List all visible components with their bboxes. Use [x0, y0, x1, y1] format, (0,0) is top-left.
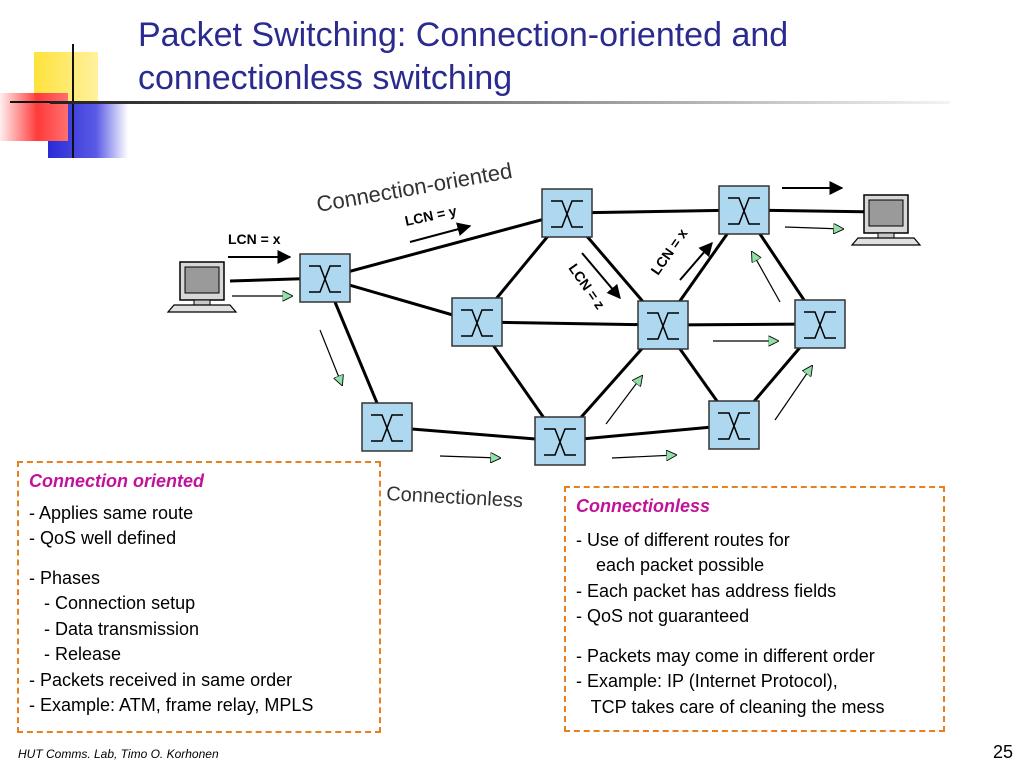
switch-node: [708, 400, 760, 450]
green-arrow: [774, 366, 812, 421]
spacer: [576, 630, 933, 644]
link-a-d: [323, 277, 389, 428]
connectionless-box: Connectionless - Use of different routes…: [564, 486, 945, 732]
link-b-e: [566, 208, 745, 215]
black-arrow-lcn-x-right: [679, 241, 713, 281]
footer-credit: HUT Comms. Lab, Timo O. Korhonen: [18, 747, 219, 761]
switch-node: [541, 188, 593, 238]
connection-oriented-heading: Connection oriented: [29, 471, 204, 491]
list-item: - Example: IP (Internet Protocol),: [576, 671, 838, 691]
list-item: - Connection setup: [29, 593, 196, 613]
switch-node: [637, 300, 689, 350]
spacer: [576, 520, 933, 528]
slide-title-line2: connectionless switching: [138, 59, 513, 97]
network-diagram: Connection-oriented LCN = x LCN = y LCN …: [166, 158, 922, 512]
list-item: - Data transmission: [29, 618, 200, 639]
list-item: - Each packet has address fields: [576, 580, 837, 601]
green-arrow: [752, 252, 781, 303]
title-underline: [50, 101, 950, 104]
switch-node: [451, 297, 503, 347]
label-lcn-z: LCN = z: [566, 261, 609, 313]
link-d-h: [386, 425, 561, 443]
green-arrow: [784, 227, 843, 229]
green-arrow: [605, 376, 642, 425]
label-lcn-y: LCN = y: [403, 202, 458, 229]
computer-left-icon: [166, 261, 238, 313]
list-item: - Phases: [29, 567, 101, 588]
network-links: [229, 208, 881, 443]
list-item: each packet possible: [576, 555, 765, 575]
computer-right-icon: [850, 194, 922, 246]
decorative-logo: [0, 0, 140, 160]
list-item: - Use of different routes for: [576, 529, 790, 550]
list-item: - QoS well defined: [29, 528, 177, 548]
connection-oriented-box: Connection oriented - Applies same route…: [17, 461, 381, 733]
label-connection-oriented: Connection-oriented: [315, 158, 514, 217]
link-c-f: [476, 320, 664, 327]
list-item: - Packets may come in different order: [576, 645, 875, 666]
list-item: - Applies same route: [29, 502, 194, 523]
list-item: TCP takes care of cleaning the mess: [576, 696, 885, 717]
list-item: - QoS not guaranteed: [576, 606, 750, 626]
black-arrow-lcn-y: [409, 222, 472, 243]
page-number: 25: [993, 742, 1014, 762]
switch-node: [794, 299, 846, 349]
label-lcn-x-right: LCN = x: [647, 225, 690, 277]
switch-node: [361, 402, 413, 452]
slide-title: Packet Switching: Connection-oriented an…: [138, 14, 998, 100]
connection-oriented-arrows: [228, 181, 844, 300]
slide-title-line1: Packet Switching: Connection-oriented an…: [138, 16, 789, 54]
label-connectionless: Connectionless: [386, 483, 524, 512]
link-h-i: [559, 423, 735, 443]
connectionless-arrows: [232, 227, 843, 458]
label-lcn-x-left: LCN = x: [228, 231, 281, 247]
switch-node: [299, 253, 351, 303]
black-arrow-lcn-z: [581, 252, 621, 300]
switch-node: [534, 416, 586, 466]
list-item: - Packets received in same order: [29, 669, 293, 690]
link-a-b: [324, 211, 568, 280]
list-item: - Example: ATM, frame relay, MPLS: [29, 695, 314, 715]
switch-node: [718, 185, 770, 235]
green-arrow: [611, 455, 676, 458]
green-arrow: [439, 456, 500, 458]
list-item: - Release: [29, 644, 122, 664]
spacer: [29, 552, 369, 566]
green-arrow: [319, 329, 342, 385]
connectionless-heading: Connectionless: [576, 496, 711, 516]
switch-nodes: [299, 185, 846, 466]
link-f-g: [662, 322, 821, 327]
